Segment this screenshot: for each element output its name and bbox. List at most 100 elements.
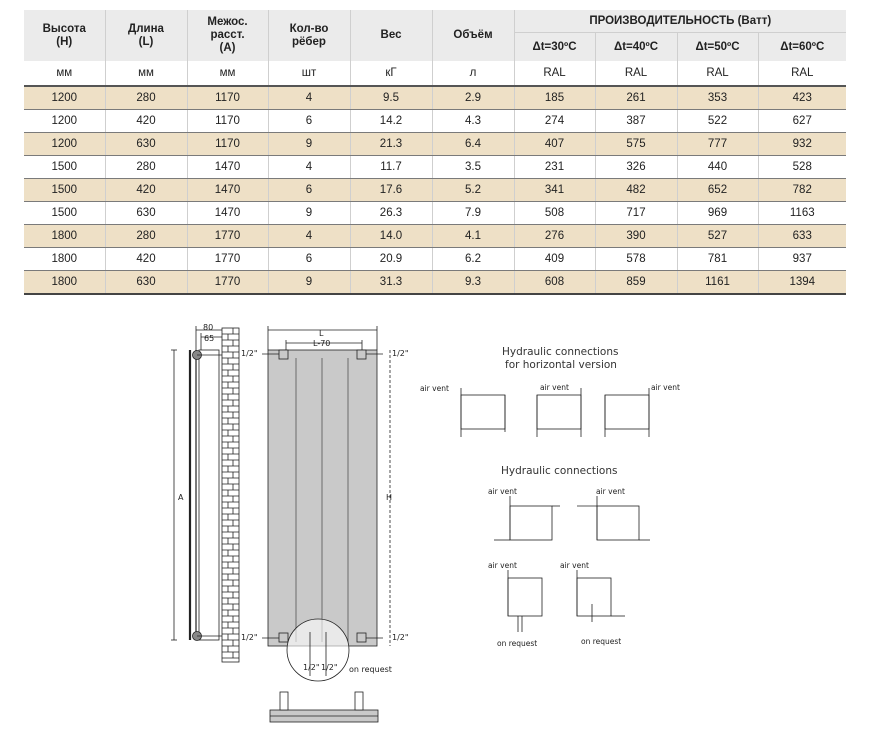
- unit-cell: RAL: [677, 61, 759, 87]
- thread-label: 1/2": [241, 633, 258, 642]
- table-cell: 326: [595, 155, 678, 179]
- table-cell: 185: [514, 86, 596, 110]
- table-cell: 420: [105, 178, 188, 202]
- dim-80-label: 80: [203, 323, 213, 332]
- air-vent-label: air vent: [488, 487, 517, 496]
- table-cell: 420: [105, 109, 188, 133]
- on-request-label: on request: [349, 665, 392, 674]
- table-cell: 652: [677, 178, 759, 202]
- table-cell: 423: [758, 86, 847, 110]
- vertical-connections: [494, 496, 650, 632]
- table-cell: 280: [105, 155, 188, 179]
- unit-cell: RAL: [595, 61, 678, 87]
- table-cell: 1500: [24, 155, 106, 179]
- col-dt30: Δt=30ºC: [514, 32, 596, 61]
- table-cell: 280: [105, 224, 188, 248]
- table-cell: 4: [268, 224, 351, 248]
- unit-cell: л: [432, 61, 515, 87]
- table-cell: 1470: [187, 178, 269, 202]
- table-cell: 932: [758, 132, 847, 156]
- drawing-labels: 80 65 L L-70 1/2" 1/2" 1/2" 1/2" A H 1/2…: [178, 323, 680, 674]
- units-row: мм мм мм шт кГ л RAL RAL RAL RAL: [24, 61, 847, 87]
- table-cell: 231: [514, 155, 596, 179]
- table-cell: 1470: [187, 155, 269, 179]
- table-cell: 1800: [24, 247, 106, 271]
- table-cell: 7.9: [432, 201, 515, 225]
- table-cell: 1500: [24, 201, 106, 225]
- table-cell: 508: [514, 201, 596, 225]
- table-cell: 280: [105, 86, 188, 110]
- thread-label: 1/2": [392, 633, 409, 642]
- table-cell: 387: [595, 109, 678, 133]
- table-cell: 353: [677, 86, 759, 110]
- table-cell: 6: [268, 178, 351, 202]
- table-cell: 627: [758, 109, 847, 133]
- table-cell: 1170: [187, 109, 269, 133]
- table-cell: 2.9: [432, 86, 515, 110]
- table-cell: 782: [758, 178, 847, 202]
- table-cell: 1770: [187, 224, 269, 248]
- side-view: [171, 326, 222, 641]
- table-cell: 9: [268, 132, 351, 156]
- table-cell: 31.3: [350, 270, 433, 295]
- col-weight: Вес: [350, 10, 433, 61]
- table-cell: 969: [677, 201, 759, 225]
- table-cell: 440: [677, 155, 759, 179]
- table-cell: 4: [268, 86, 351, 110]
- table-cell: 14.0: [350, 224, 433, 248]
- table-cell: 1770: [187, 247, 269, 271]
- table-cell: 1161: [677, 270, 759, 295]
- table-cell: 1200: [24, 109, 106, 133]
- air-vent-label: air vent: [651, 383, 680, 392]
- spec-table: Высота (Н) Длина (L) Межос. расст. (A) К…: [24, 10, 847, 295]
- table-cell: 630: [105, 201, 188, 225]
- table-cell: 20.9: [350, 247, 433, 271]
- table-cell: 522: [677, 109, 759, 133]
- table-cell: 3.5: [432, 155, 515, 179]
- unit-cell: RAL: [758, 61, 847, 87]
- table-cell: 1770: [187, 270, 269, 295]
- col-center-distance: Межос. расст. (A): [187, 10, 269, 61]
- col-performance: ПРОИЗВОДИТЕЛЬНОСТЬ (Ватт): [514, 10, 847, 33]
- thread-label: 1/2": [303, 663, 320, 672]
- table-cell: 1500: [24, 178, 106, 202]
- table-cell: 9: [268, 270, 351, 295]
- col-dt50: Δt=50ºC: [677, 32, 759, 61]
- table-cell: 937: [758, 247, 847, 271]
- dim-l70-label: L-70: [313, 339, 330, 348]
- col-dt60: Δt=60ºC: [758, 32, 847, 61]
- table-cell: 633: [758, 224, 847, 248]
- table-cell: 630: [105, 132, 188, 156]
- table-cell: 1800: [24, 224, 106, 248]
- air-vent-label: air vent: [420, 384, 449, 393]
- table-cell: 717: [595, 201, 678, 225]
- table-cell: 578: [595, 247, 678, 271]
- table-cell: 1470: [187, 201, 269, 225]
- table-cell: 14.2: [350, 109, 433, 133]
- table-cell: 420: [105, 247, 188, 271]
- col-length: Длина (L): [105, 10, 188, 61]
- thread-label: 1/2": [321, 663, 338, 672]
- unit-cell: мм: [24, 61, 106, 87]
- table-cell: 341: [514, 178, 596, 202]
- unit-cell: RAL: [514, 61, 596, 87]
- horizontal-connections: [460, 388, 650, 437]
- table-cell: 274: [514, 109, 596, 133]
- air-vent-label: air vent: [596, 487, 625, 496]
- unit-cell: мм: [105, 61, 188, 87]
- table-cell: 409: [514, 247, 596, 271]
- air-vent-label: air vent: [560, 561, 589, 570]
- unit-cell: шт: [268, 61, 351, 87]
- table-cell: 1170: [187, 132, 269, 156]
- col-dt40: Δt=40ºC: [595, 32, 678, 61]
- table-cell: 261: [595, 86, 678, 110]
- table-cell: 4.3: [432, 109, 515, 133]
